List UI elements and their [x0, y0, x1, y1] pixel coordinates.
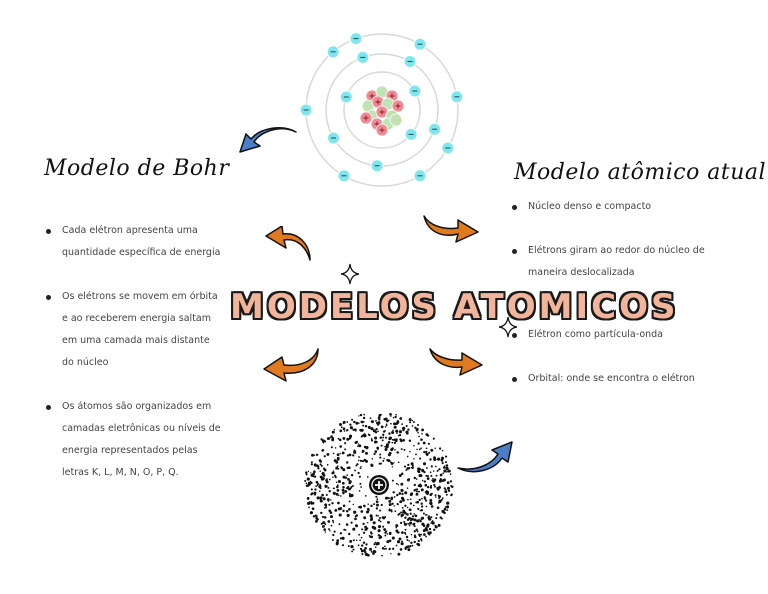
blue-arrow-icon [239, 127, 297, 153]
bohr-heading: Modelo de Bohr [44, 156, 230, 181]
sparkle-icon [498, 316, 518, 338]
orbital-cloud-illustration [304, 413, 454, 557]
electrons [300, 32, 464, 183]
blue-arrow-icon [457, 441, 513, 473]
list-item: Cada elétron apresenta uma quantidade es… [44, 220, 224, 264]
orange-arrow-icon [429, 348, 483, 376]
electron-cloud [304, 413, 454, 557]
list-item: Orbital: onde se encontra o elétron [510, 368, 728, 390]
sparkle-icon [340, 263, 360, 285]
orbit-inner [343, 71, 421, 149]
list-item: Os átomos são organizados em camadas ele… [44, 396, 224, 484]
list-item: Os elétrons se movem em órbita e ao rece… [44, 286, 224, 374]
neutron [389, 113, 403, 127]
nucleus [359, 85, 405, 137]
orange-arrow-icon [423, 215, 479, 243]
bohr-list: Cada elétron apresenta uma quantidade es… [44, 220, 224, 484]
main-title: MODELOS ATOMICOS [230, 287, 679, 327]
atual-list: Núcleo denso e compacto Elétrons giram a… [510, 196, 728, 390]
list-item: Elétron como partícula-onda [510, 324, 728, 346]
bohr-atom-illustration [300, 32, 464, 187]
orange-arrow-icon [263, 348, 319, 382]
orange-arrow-icon [265, 226, 311, 261]
atual-heading: Modelo atômico atual [514, 160, 767, 185]
list-item: Elétrons giram ao redor do núcleo de man… [510, 240, 728, 284]
list-item: Núcleo denso e compacto [510, 196, 728, 218]
